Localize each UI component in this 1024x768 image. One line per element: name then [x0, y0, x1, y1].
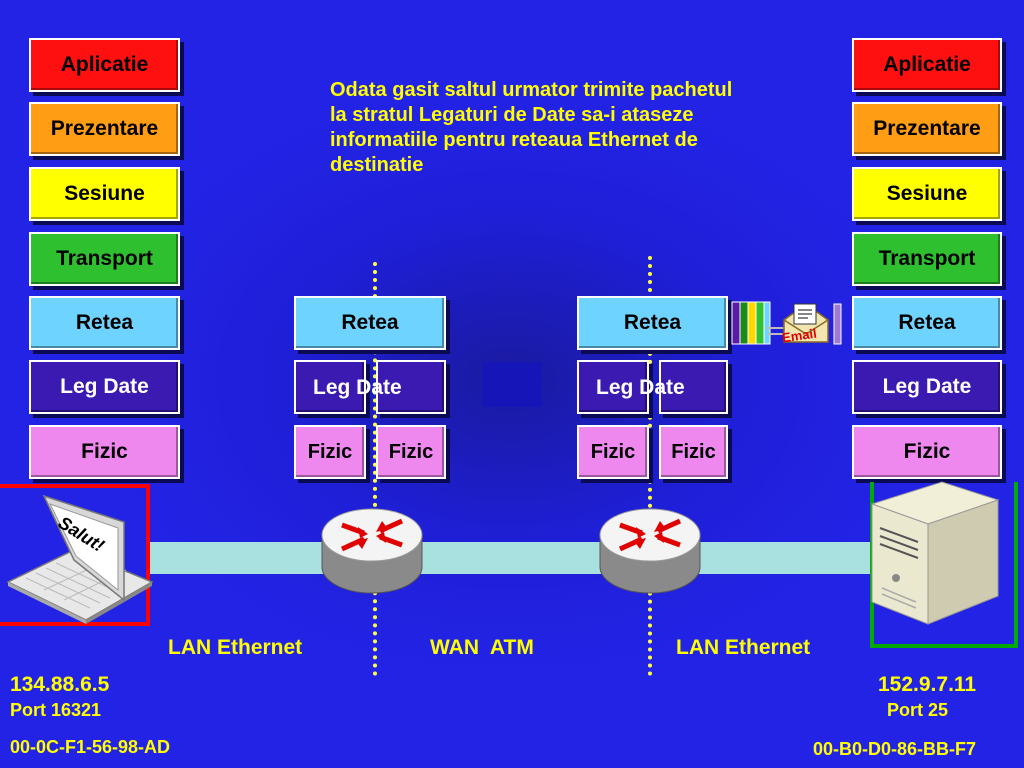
router2-layer-retea: Retea — [577, 296, 728, 350]
source-layer-retea: Retea — [29, 296, 180, 350]
network-label-lan-left: LAN Ethernet — [168, 636, 303, 659]
wan-center-block — [483, 362, 542, 407]
lan-wan-separator-left — [373, 262, 377, 676]
dest-layer-leg-date: Leg Date — [852, 360, 1002, 414]
router1-fizic-right: Fizic — [376, 425, 446, 479]
router2-leg-date-right — [659, 360, 728, 414]
router2-icon — [599, 508, 701, 594]
source-layer-prezentare: Prezentare — [29, 102, 180, 156]
dest-layer-transport: Transport — [852, 232, 1002, 286]
source-port: Port 16321 — [10, 700, 102, 720]
source-layer-aplicatie: Aplicatie — [29, 38, 180, 92]
dest-layer-retea: Retea — [852, 296, 1002, 350]
source-layer-sesiune: Sesiune — [29, 167, 180, 221]
router1-icon — [321, 508, 423, 594]
server-icon — [870, 481, 1000, 625]
router1-fizic-left: Fizic — [294, 425, 366, 479]
dest-layer-aplicatie: Aplicatie — [852, 38, 1002, 92]
dest-layer-fizic: Fizic — [852, 425, 1002, 479]
destination-ip: 152.9.7.11 — [878, 673, 977, 696]
packet-header-stripes — [731, 301, 771, 345]
wan-lan-separator-right — [648, 256, 652, 676]
source-layer-fizic: Fizic — [29, 425, 180, 479]
router2-leg-date-left — [577, 360, 649, 414]
router2-fizic-right: Fizic — [659, 425, 728, 479]
source-ip: 134.88.6.5 — [10, 673, 110, 696]
destination-port: Port 25 — [887, 700, 949, 720]
router2-leg-date-label: Leg Date — [596, 376, 685, 399]
router1-leg-date-label: Leg Date — [313, 376, 402, 399]
router1-layer-retea: Retea — [294, 296, 446, 350]
network-label-lan-right: LAN Ethernet — [676, 636, 811, 659]
network-cable — [150, 542, 880, 574]
router1-leg-date-left — [294, 360, 366, 414]
source-mac: 00-0C-F1-56-98-AD — [10, 737, 171, 757]
destination-mac: 00-B0-D0-86-BB-F7 — [813, 739, 977, 759]
dest-layer-sesiune: Sesiune — [852, 167, 1002, 221]
source-layer-transport: Transport — [29, 232, 180, 286]
network-label-wan: WAN ATM — [430, 636, 534, 659]
description-note: Odata gasit saltul urmator trimite pache… — [330, 79, 733, 176]
laptop-icon — [6, 494, 154, 624]
router2-fizic-left: Fizic — [577, 425, 649, 479]
email-envelope-icon — [766, 303, 842, 345]
source-layer-leg-date: Leg Date — [29, 360, 180, 414]
router1-leg-date-right — [376, 360, 446, 414]
dest-layer-prezentare: Prezentare — [852, 102, 1002, 156]
source-highlight-frame — [0, 484, 150, 626]
